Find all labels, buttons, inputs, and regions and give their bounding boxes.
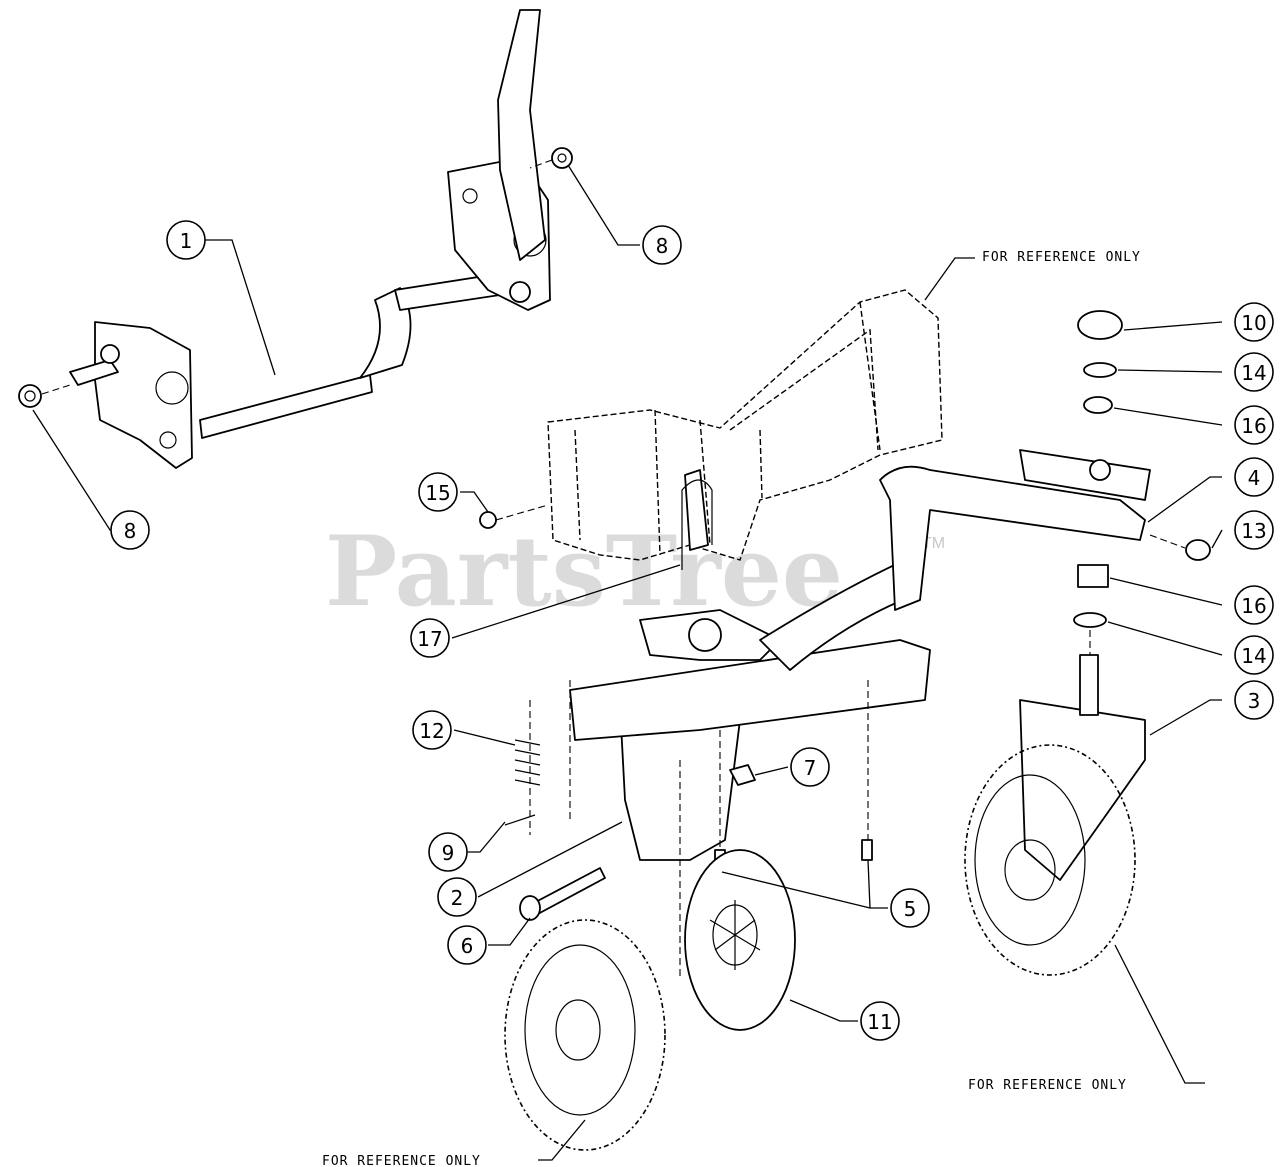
callout-16-top[interactable]: 16 (1234, 405, 1274, 445)
caster-wheel (964, 654, 1146, 976)
watermark: PartsTree TM (325, 515, 945, 628)
reference-note-rear-wheel: FOR REFERENCE ONLY (322, 1154, 481, 1167)
callout-8-top-label: 8 (656, 234, 669, 258)
watermark-brand: PartsTree (325, 515, 843, 628)
callout-3[interactable]: 3 (1234, 680, 1274, 720)
callout-10[interactable]: 10 (1234, 302, 1274, 342)
u-rod (681, 479, 713, 570)
shoulder-bolt-right (861, 839, 873, 861)
callout-8-top[interactable]: 8 (642, 225, 682, 265)
callout-9[interactable]: 9 (428, 832, 468, 872)
callout-5-label: 5 (904, 897, 917, 921)
bushing-lower (1077, 564, 1109, 588)
callout-1-label: 1 (180, 229, 193, 253)
callout-12-label: 12 (419, 719, 444, 743)
callout-17-label: 17 (417, 627, 442, 651)
callout-8-left[interactable]: 8 (110, 510, 150, 550)
callout-11-label: 11 (867, 1010, 892, 1034)
reference-note-housing: FOR REFERENCE ONLY (982, 250, 1141, 265)
callout-4[interactable]: 4 (1234, 457, 1274, 497)
callout-16-top-label: 16 (1241, 414, 1266, 438)
flange-nut-top (551, 147, 573, 169)
callout-9-label: 9 (442, 841, 455, 865)
dust-cap (1077, 310, 1123, 340)
assembly-lines (529, 630, 1091, 980)
callout-13[interactable]: 13 (1234, 510, 1274, 550)
callout-14-top[interactable]: 14 (1234, 352, 1274, 392)
callout-5[interactable]: 5 (890, 888, 930, 928)
spring (514, 739, 541, 786)
callout-14-lower-label: 14 (1241, 644, 1266, 668)
callout-1[interactable]: 1 (166, 220, 206, 260)
callout-8-left-label: 8 (124, 519, 137, 543)
bushing-top (1083, 396, 1113, 414)
reference-note-caster-wheel: FOR REFERENCE ONLY (968, 1078, 1127, 1093)
callout-10-label: 10 (1241, 311, 1266, 335)
callouts: 1 2 3 4 5 6 7 8 8 9 10 11 12 13 14 14 15… (110, 220, 1274, 1041)
watermark-trademark: TM (922, 535, 945, 552)
flange-nut-left (18, 384, 42, 408)
callout-11[interactable]: 11 (860, 1001, 900, 1041)
hardware (479, 310, 1211, 921)
reference-notes: FOR REFERENCE ONLY FOR REFERENCE ONLY FO… (322, 250, 1141, 1167)
plug (1185, 539, 1211, 561)
callout-16-lower[interactable]: 16 (1234, 585, 1274, 625)
washer-top (1083, 362, 1117, 378)
control-rod-assembly (69, 9, 551, 469)
callout-7-label: 7 (804, 756, 817, 780)
leader-lines (32, 164, 1223, 1161)
carriage-bolt-head (519, 895, 541, 921)
callout-6[interactable]: 6 (447, 925, 487, 965)
reference-housing (547, 289, 943, 561)
callout-2[interactable]: 2 (437, 877, 477, 917)
carriage-bolt (529, 867, 606, 916)
callout-3-label: 3 (1248, 689, 1261, 713)
wing-nut (729, 764, 756, 786)
callout-12[interactable]: 12 (412, 710, 452, 750)
callout-7[interactable]: 7 (790, 747, 830, 787)
callout-17[interactable]: 17 (410, 618, 450, 658)
callout-14-top-label: 14 (1241, 361, 1266, 385)
hex-bolt (479, 511, 497, 529)
callout-2-label: 2 (451, 886, 464, 910)
callout-15-label: 15 (425, 481, 450, 505)
callout-14-lower[interactable]: 14 (1234, 635, 1274, 675)
front-bracket (569, 449, 1151, 861)
washer-lower (1073, 612, 1107, 628)
callout-6-label: 6 (461, 934, 474, 958)
callout-16-lower-label: 16 (1241, 594, 1266, 618)
rear-wheel (504, 919, 666, 1151)
callout-4-label: 4 (1248, 466, 1261, 490)
callout-13-label: 13 (1241, 519, 1266, 543)
wheel-cover (684, 849, 796, 1031)
callout-15[interactable]: 15 (418, 472, 458, 512)
